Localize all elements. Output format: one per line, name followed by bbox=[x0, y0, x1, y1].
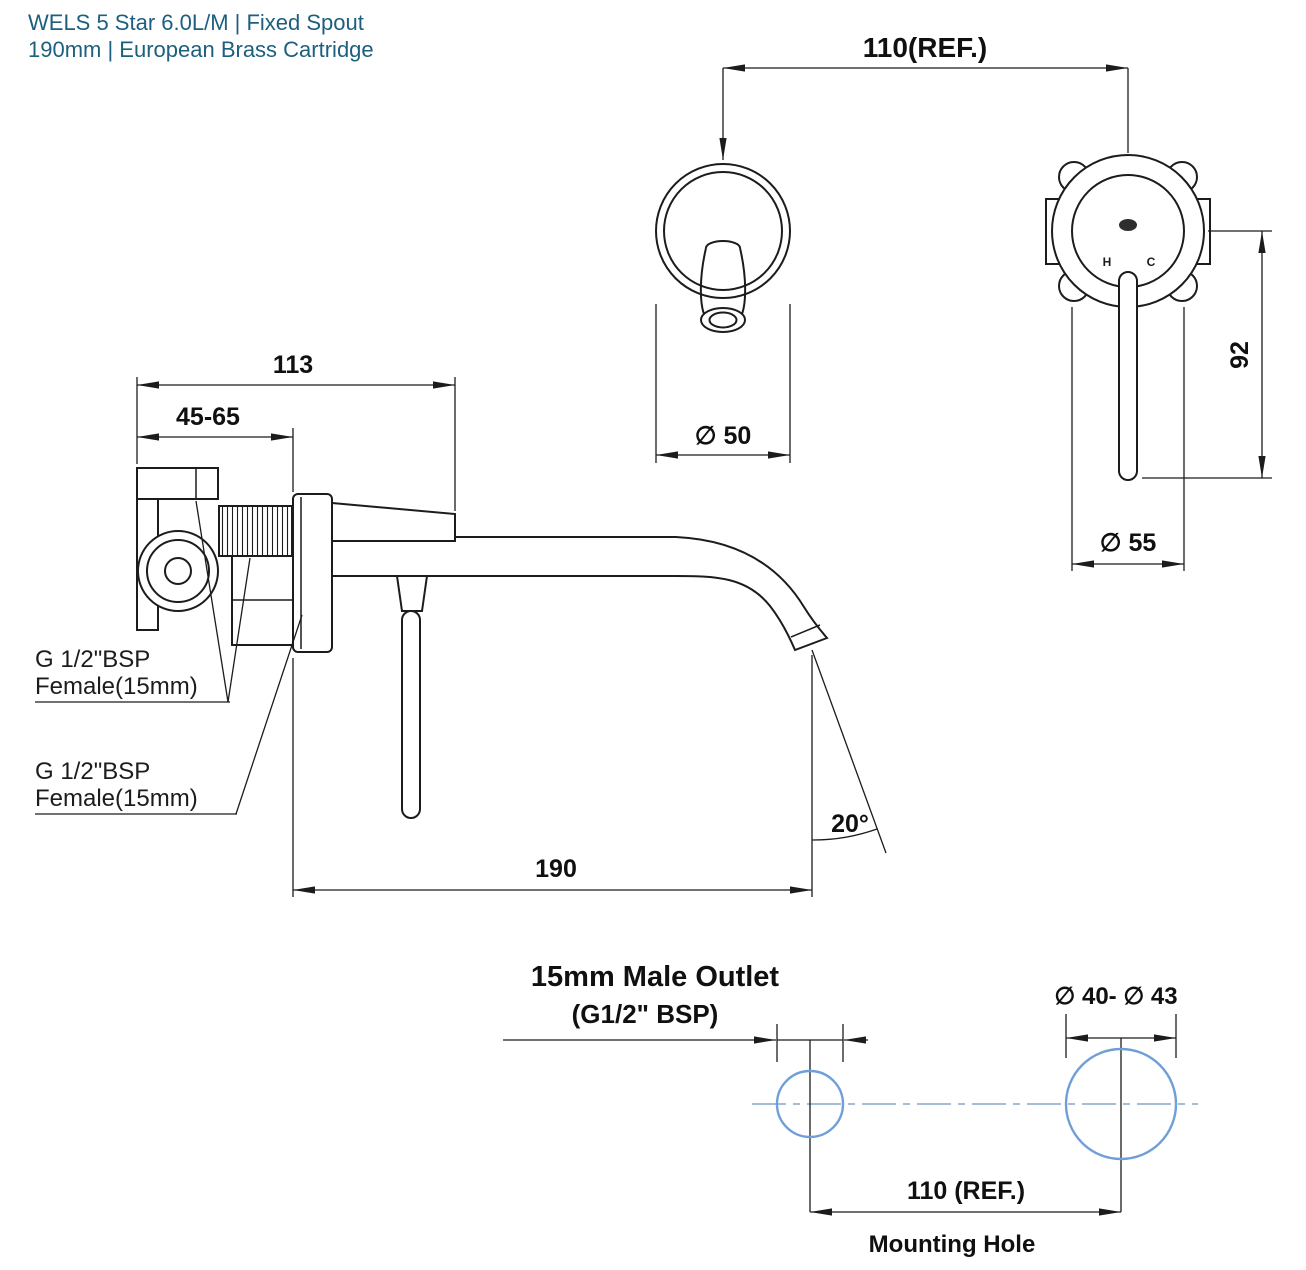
spout-nozzle-outer bbox=[700, 307, 746, 333]
inlet-port-mid bbox=[146, 539, 210, 603]
spout-tube-left-edge bbox=[699, 247, 707, 315]
outlet-hole-circle bbox=[775, 1069, 845, 1139]
wall-flange-outer bbox=[655, 163, 791, 299]
dim-110-ref-bottom-label: 110 (REF.) bbox=[907, 1177, 1025, 1205]
inlet-port-inner bbox=[164, 557, 192, 585]
hot-marker: H bbox=[1103, 255, 1112, 269]
dim-113-label: 113 bbox=[273, 351, 313, 379]
dim-110-ref-label: 110(REF.) bbox=[863, 32, 988, 63]
mounting-hole-view: 15mm Male Outlet (G1/2" BSP) ∅ 40- ∅ 43 … bbox=[503, 961, 1198, 1258]
aerator-line bbox=[790, 624, 821, 638]
dim-spout-angle-20: 20° bbox=[811, 649, 887, 854]
dim-190-label: 190 bbox=[535, 855, 577, 883]
cold-marker: C bbox=[1147, 255, 1156, 269]
front-mixer-view: H C 92 ∅ 55 bbox=[1045, 154, 1272, 571]
leader-line bbox=[195, 500, 229, 703]
dim-20deg-label: 20° bbox=[831, 810, 869, 838]
inlet-label-top: G 1/2"BSP Female(15mm) bbox=[35, 500, 251, 703]
dim-plate-diameter-55: ∅ 55 bbox=[1071, 307, 1185, 571]
wall-flange-inner bbox=[663, 171, 783, 291]
dim-50-label: ∅ 50 bbox=[695, 422, 752, 450]
header: WELS 5 Star 6.0L/M | Fixed Spout 190mm |… bbox=[28, 10, 374, 62]
outlet-label-line2: (G1/2" BSP) bbox=[572, 999, 719, 1029]
angle-reference-line bbox=[811, 649, 887, 854]
inlet-label-top-line1: G 1/2"BSP bbox=[35, 646, 150, 673]
dim-hole-diameter-40-43: ∅ 40- ∅ 43 bbox=[1054, 983, 1178, 1058]
dim-wall-adjust-45-65: 45-65 bbox=[137, 403, 294, 492]
outlet-label-line1: 15mm Male Outlet bbox=[531, 961, 780, 993]
threaded-valve-body bbox=[218, 505, 293, 557]
mounting-hole-caption: Mounting Hole bbox=[869, 1231, 1036, 1258]
dim-spout-diameter-50: ∅ 50 bbox=[655, 304, 791, 463]
side-view: G 1/2"BSP Female(15mm) G 1/2"BSP Female(… bbox=[35, 351, 887, 897]
spout-tube bbox=[331, 536, 829, 652]
dim-spout-reach-190: 190 bbox=[292, 655, 813, 897]
spout-tube-right-edge bbox=[739, 247, 747, 315]
wall-bracket-top-arm bbox=[136, 467, 219, 500]
dim-hole-distance-110: 110 (REF.) bbox=[810, 1177, 1121, 1216]
dim-45-65-label: 45-65 bbox=[176, 403, 240, 431]
inlet-label-bottom-line2: Female(15mm) bbox=[35, 785, 198, 812]
dim-92-label: 92 bbox=[1226, 341, 1254, 369]
mixer-hole-circle bbox=[1064, 1047, 1178, 1161]
mixer-body-housing bbox=[331, 501, 456, 542]
dim-handle-length-92: 92 bbox=[1142, 230, 1272, 479]
handle-neck bbox=[395, 575, 429, 612]
handle-lever-side bbox=[401, 610, 421, 819]
angle-arc bbox=[811, 828, 878, 841]
header-line-2: 190mm | European Brass Cartridge bbox=[28, 37, 374, 62]
dim-40-43-label: ∅ 40- ∅ 43 bbox=[1054, 983, 1177, 1010]
leader-line bbox=[235, 614, 303, 815]
brand-logo bbox=[1119, 219, 1137, 231]
inlet-port-outer bbox=[137, 530, 219, 612]
handle-lever bbox=[1118, 271, 1138, 481]
spout-bend-top-edge bbox=[705, 240, 741, 249]
dim-total-depth-113: 113 bbox=[136, 351, 456, 511]
spout-nozzle-inner bbox=[708, 311, 738, 329]
wall-trim-plate bbox=[292, 493, 333, 653]
dim-center-distance-110: 110(REF.) bbox=[719, 32, 1129, 160]
inlet-label-bottom: G 1/2"BSP Female(15mm) bbox=[35, 614, 303, 815]
leader-line bbox=[227, 557, 251, 703]
front-spout-view: 110(REF.) ∅ 50 bbox=[655, 32, 1129, 463]
inlet-label-top-line2: Female(15mm) bbox=[35, 673, 198, 700]
header-line-1: WELS 5 Star 6.0L/M | Fixed Spout bbox=[28, 10, 364, 35]
inlet-label-bottom-line1: G 1/2"BSP bbox=[35, 758, 150, 785]
dim-55-label: ∅ 55 bbox=[1100, 529, 1157, 557]
